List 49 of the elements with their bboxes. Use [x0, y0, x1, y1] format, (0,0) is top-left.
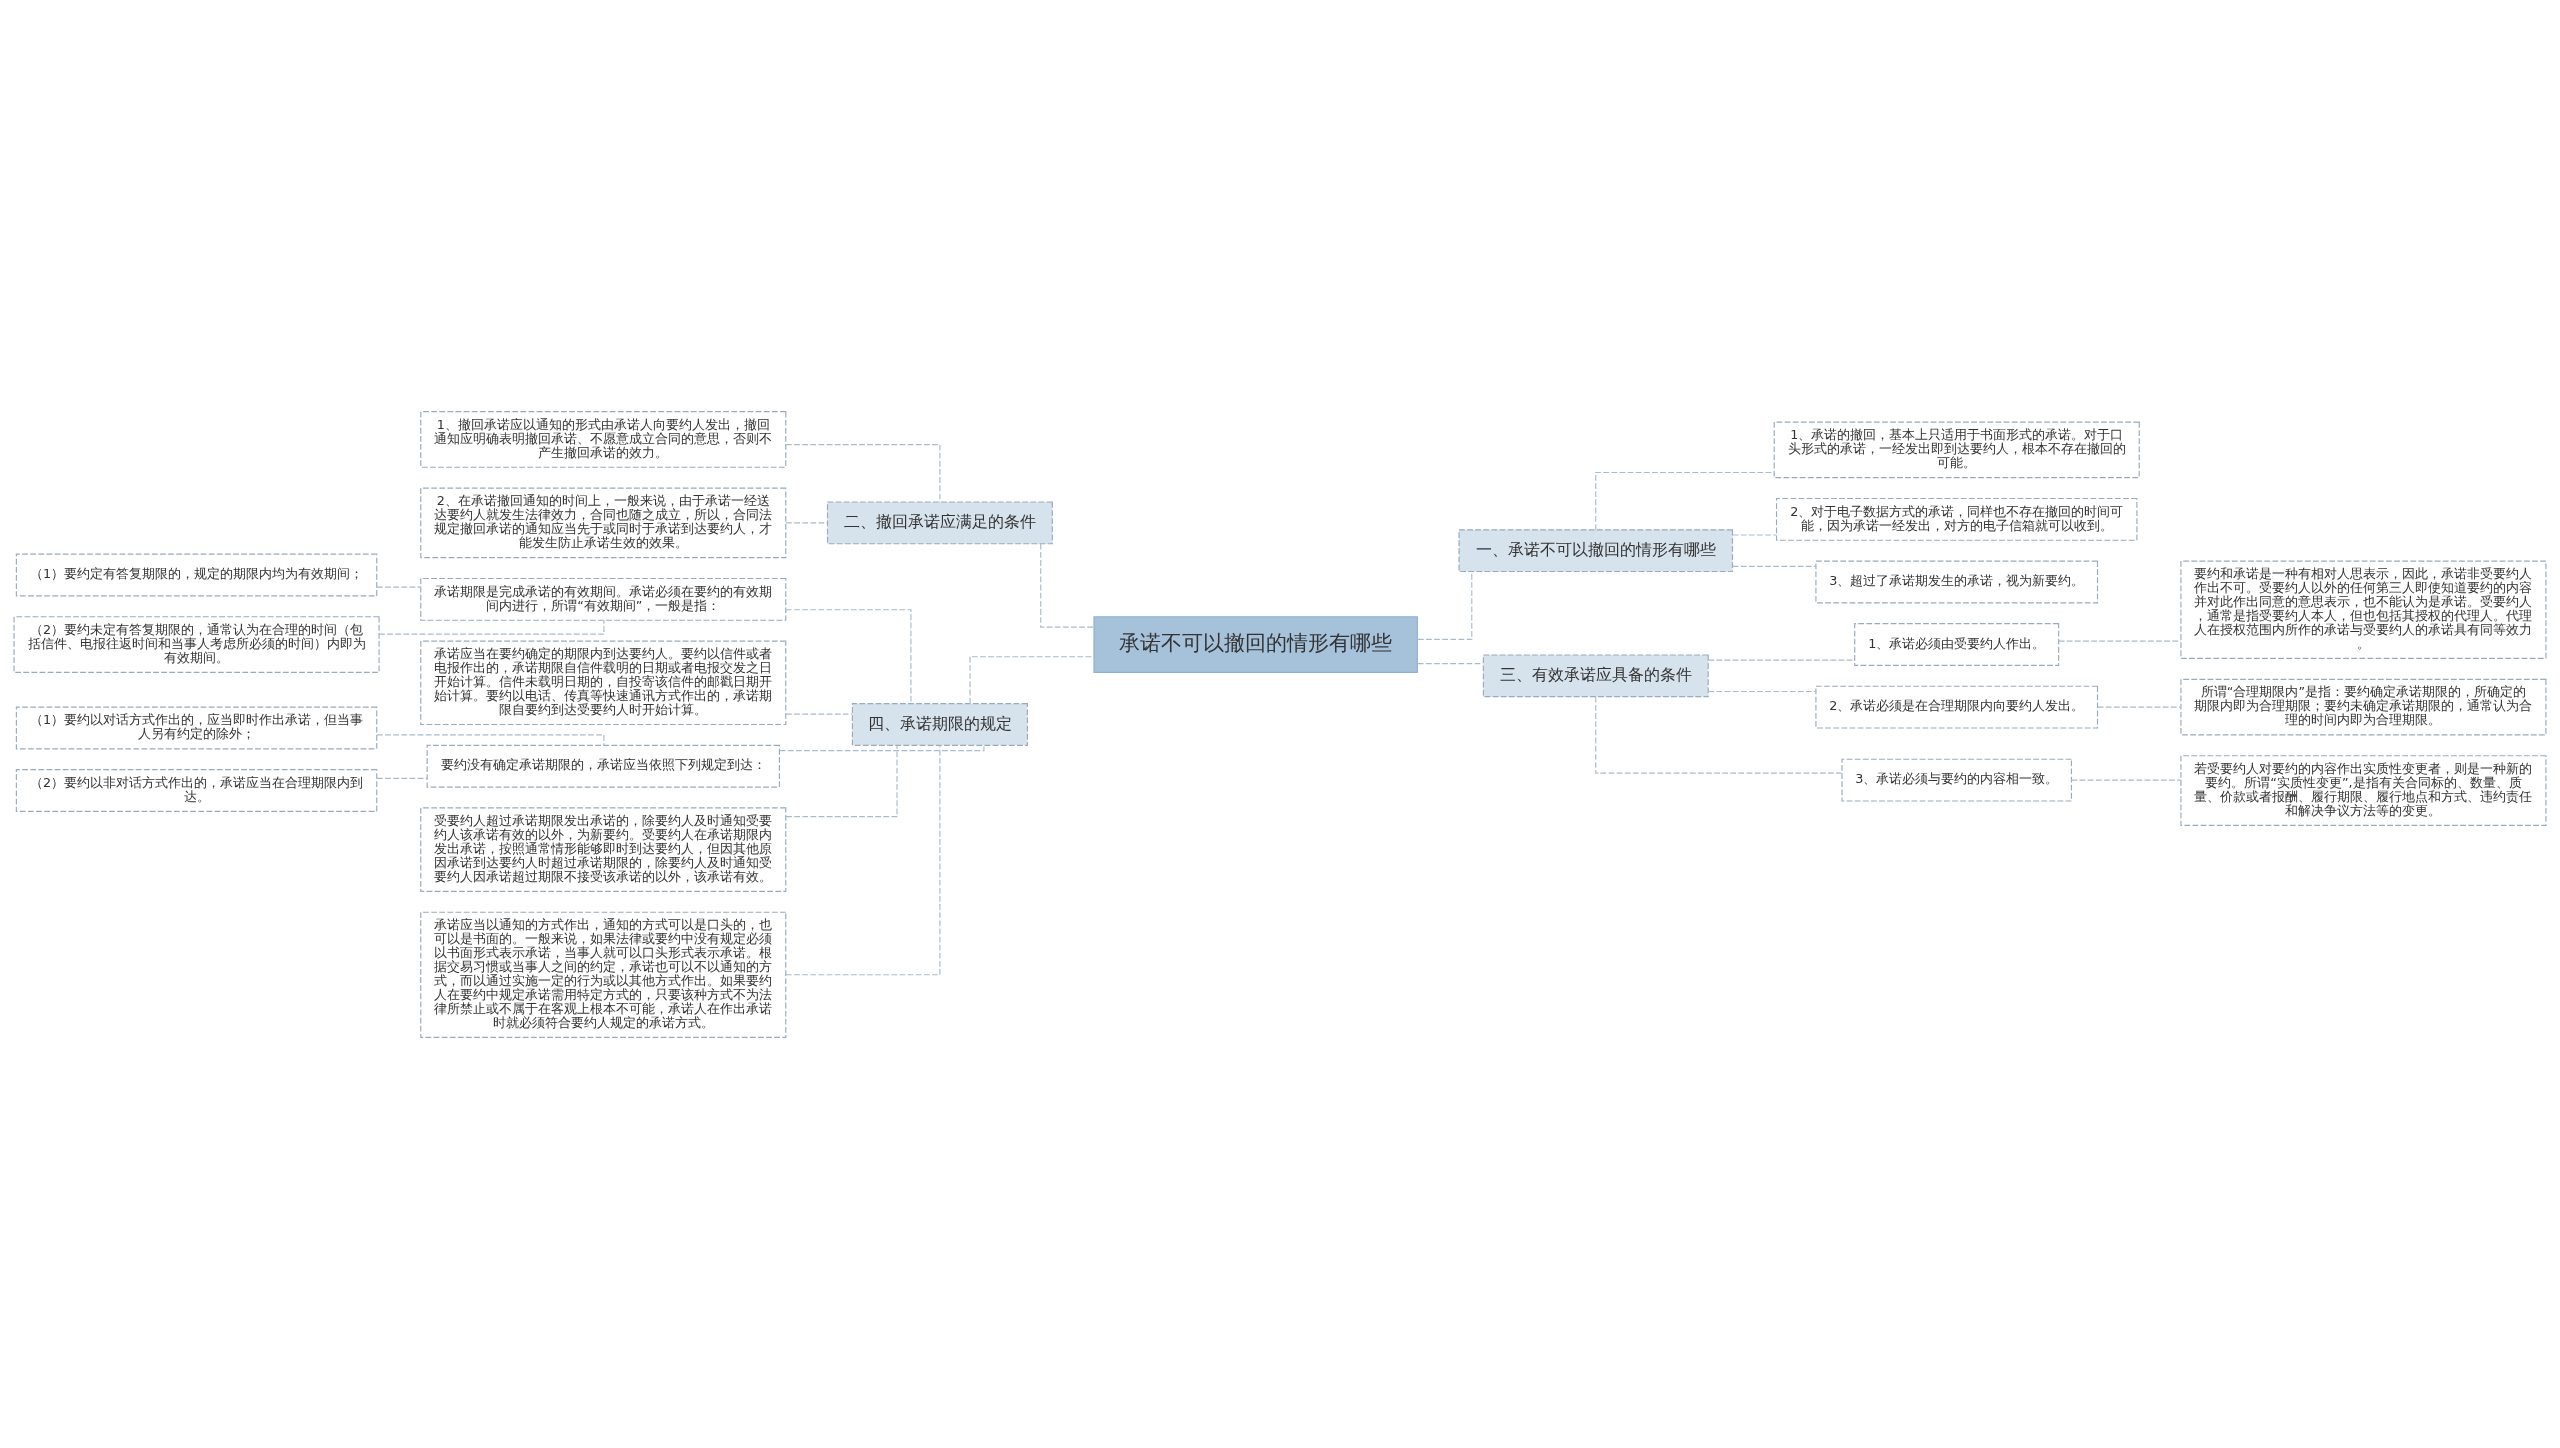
node-box: 承诺应当在要约确定的期限内到达要约人。要约以信件或者电报作出的，承诺期限自信件载明的日期或者电报交发之日开始计算。信件未载明日期的，自投寄该信件的邮戳日期开始计算。要约以电话、传真等快速通讯方式作出的，承诺期限自要约到达受要约人时开始计算。 [420, 640, 787, 725]
connector [2097, 706, 2182, 708]
connector [376, 777, 428, 779]
node-box: 2、承诺必须是在合理期限内向要约人发出。 [1815, 685, 2099, 729]
connector [376, 733, 605, 746]
connector [785, 713, 853, 715]
node-box: 承诺不可以撤回的情形有哪些 [1093, 615, 1418, 673]
node-box: 1、撤回承诺应以通知的形式由承诺人向要约人发出，撤回通知应明确表明撤回承诺、不愿意成立合同的意思，否则不产生撤回承诺的效力。 [420, 410, 787, 468]
node-box: 3、超过了承诺期发生的承诺，视为新要约。 [1815, 560, 2099, 603]
node-box: （2）要约以非对话方式作出的，承诺应当在合理期限内到达。 [15, 768, 378, 812]
node-box: 受要约人超过承诺期限发出承诺的，除要约人及时通知受要约人该承诺有效的以外，为新要约。受要约人在承诺期限内发出承诺，按照通常情形能够即时到达要约人，但因其他原因承诺到达要约人时超过承诺期限的，除要约人及时通知受要约人因承诺超过期限不接受该承诺的以外，该承诺有效。 [420, 806, 787, 892]
node-box: 承诺期限是完成承诺的有效期间。承诺必须在要约的有效期间内进行，所谓“有效期间”，一般是指： [420, 577, 787, 621]
connector [1595, 471, 1775, 530]
connector [785, 521, 828, 523]
connector [2071, 779, 2182, 781]
connector [1595, 695, 1843, 774]
connector [779, 744, 985, 751]
node-box: 若受要约人对要约的内容作出实质性变更者，则是一种新的要约。所谓“实质性变更”,是指有关合同标的、数量、质量、价款或者报酬、履行期限、履行地点和方式、违约责任和解决争议方法等的变更。 [2180, 754, 2547, 826]
node-box: 三、有效承诺应具备的条件 [1482, 653, 1709, 697]
connector [969, 655, 1095, 704]
connector [1417, 662, 1484, 664]
connector [1040, 542, 1095, 628]
node-box: （1）要约定有答复期限的，规定的期限内均为有效期间； [15, 553, 378, 596]
node-box: 一、承诺不可以撤回的情形有哪些 [1458, 528, 1734, 572]
connector [785, 744, 941, 975]
node-box: 所谓“合理期限内”是指：要约确定承诺期限的，所确定的期限内即为合理期限；要约未确定承诺期限的，通常认为合理的时间内即为合理期限。 [2180, 678, 2547, 735]
node-box: 承诺应当以通知的方式作出，通知的方式可以是口头的，也可以是书面的。一般来说，如果法律或要约中没有规定必须以书面形式表示承诺，当事人就可以口头形式表示承诺。根据交易习惯或当事人之间的约定，承诺也可以不以通知的方式，而以通过实施一定的行为或以其他方式作出。如果要约人在要约中规定承诺需用特定方式的，只要该种方式不为法律所禁止或不属于在客观上根本不可能，承诺人在作出承诺时就必须符合要约人规定的承诺方式。 [420, 911, 787, 1038]
node-box: 二、撤回承诺应满足的条件 [826, 500, 1053, 544]
connector [1732, 565, 1817, 567]
node-box: 1、承诺必须由受要约人作出。 [1854, 622, 2060, 666]
connector [1417, 570, 1473, 640]
connector [785, 608, 912, 704]
node-box: 要约和承诺是一种有相对人思表示，因此，承诺非受要约人作出不可。受要约人以外的任何第三人即使知道要约的内容并对此作出同意的意思表示，也不能认为是承诺。受要约人，通常是指受要约人本人，但也包括其授权的代理人。代理人在授权范围内所作的承诺与受要约人的承诺具有同等效力。 [2180, 560, 2547, 659]
connector [378, 619, 605, 635]
connector [1732, 533, 1777, 536]
node-box: （1）要约以对话方式作出的，应当即时作出承诺，但当事人另有约定的除外； [15, 706, 378, 749]
connector [376, 586, 422, 588]
connector [2058, 640, 2182, 642]
connector [1707, 659, 1856, 661]
connector [785, 744, 898, 817]
connector [785, 443, 941, 502]
node-box: 3、承诺必须与要约的内容相一致。 [1841, 758, 2072, 802]
node-box: 2、在承诺撤回通知的时间上，一般来说，由于承诺一经送达要约人就发生法律效力，合同也随之成立，所以，合同法规定撤回承诺的通知应当先于或同时于承诺到达要约人，才能发生防止承诺生效的效果。 [420, 487, 787, 558]
connector [1707, 690, 1817, 692]
node-box: 1、承诺的撤回，基本上只适用于书面形式的承诺。对于口头形式的承诺，一经发出即到达要约人，根本不存在撤回的可能。 [1773, 421, 2140, 478]
node-box: 要约没有确定承诺期限的，承诺应当依照下列规定到达： [426, 744, 780, 788]
node-box: 2、对于电子数据方式的承诺，同样也不存在撤回的时间可能，因为承诺一经发出，对方的电子信箱就可以收到。 [1775, 497, 2138, 541]
node-box: （2）要约未定有答复期限的，通常认为在合理的时间（包括信件、电报往返时间和当事人考虑所必须的时间）内即为有效期间。 [13, 615, 380, 673]
node-box: 四、承诺期限的规定 [851, 702, 1028, 746]
